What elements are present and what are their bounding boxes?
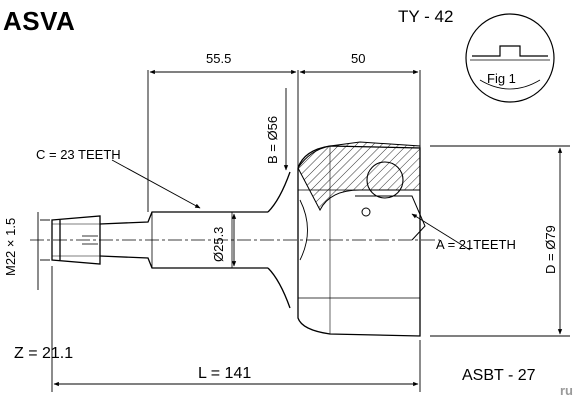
brand-title: ASVA bbox=[3, 6, 76, 36]
fig-label: Fig 1 bbox=[487, 71, 516, 86]
threaded-stub bbox=[51, 215, 101, 265]
dimension-flange-diameter: B = Ø56 bbox=[265, 115, 280, 164]
fig1-detail bbox=[465, 13, 555, 103]
dimension-housing-length: 50 bbox=[351, 51, 366, 66]
dimension-shaft-diameter: Ø25.3 bbox=[211, 226, 226, 262]
catalog-code: ASBT - 27 bbox=[462, 367, 536, 384]
outer-teeth-note: C = 23 TEETH bbox=[36, 147, 121, 162]
total-length: L = 141 bbox=[198, 365, 252, 382]
dimension-thread: M22 × 1.5 bbox=[3, 217, 18, 276]
part-number: TY - 42 bbox=[398, 7, 454, 26]
dimension-lines bbox=[37, 69, 570, 392]
watermark: ru bbox=[560, 383, 573, 398]
inner-teeth-note: A = 21TEETH bbox=[436, 237, 516, 252]
dimension-shaft-length: 55.5 bbox=[206, 51, 232, 66]
cv-housing bbox=[297, 141, 426, 337]
dimension-outer-diameter: D = Ø79 bbox=[543, 225, 558, 274]
z-value: Z = 21.1 bbox=[14, 345, 74, 362]
